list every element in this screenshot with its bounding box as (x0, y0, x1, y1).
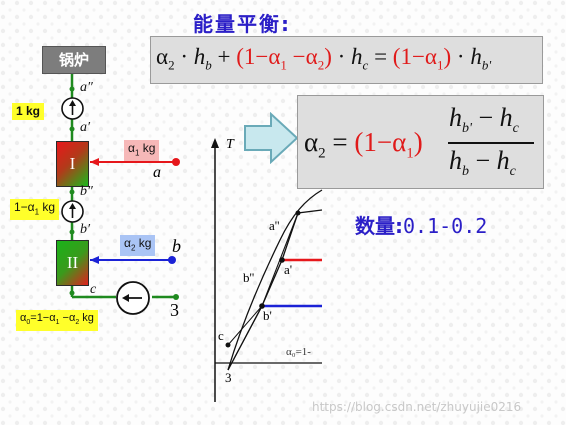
flow-alpha0-tag: α0=1−α1 −α2 kg (16, 310, 98, 332)
flow-1-alpha1-tag: 1−α1 kg (10, 199, 60, 221)
ts-point-3: 3 (225, 370, 232, 385)
watermark: https://blog.csdn.net/zhuyujie0216 (312, 400, 522, 414)
point-b-prime: b′ (80, 222, 91, 237)
boiler-box: 锅炉 (42, 46, 106, 74)
right-arrow-icon (244, 112, 299, 164)
point-b-double-prime: b″ (80, 184, 93, 199)
pump-1-icon (61, 97, 84, 120)
condensate-pump-icon (116, 281, 150, 315)
point-a-prime: a′ (80, 120, 91, 135)
ts-point-a1: a' (284, 262, 293, 277)
quantity-line: 数量:0.1-0.2 (355, 214, 488, 238)
flow-1kg-tag: 1 kg (12, 103, 45, 120)
energy-balance-title: 能量平衡: (193, 12, 291, 36)
extraction-alpha2-tag: α2 kg (120, 235, 156, 257)
ts-point-a2: a'' (269, 218, 280, 233)
pump-inlet-3: 3 (170, 300, 179, 320)
fraction-bar (448, 142, 534, 144)
heater-2: II (56, 240, 89, 286)
ts-point-c: c (218, 328, 224, 343)
energy-balance-equation: α2 · hb + (1−α1 −α2) · hc = (1−α1) · hb' (156, 44, 492, 73)
point-a-double-prime: a″ (80, 80, 93, 95)
source-b: b (172, 236, 181, 256)
source-a: a (153, 164, 161, 181)
point-c: c (90, 282, 97, 297)
energy-balance-equation-box (150, 36, 543, 84)
ts-axis-t-label: T (226, 137, 234, 152)
pump-2-icon (61, 200, 84, 223)
ts-point-b1: b' (263, 308, 272, 323)
extraction-alpha1-tag: α1 kg (124, 140, 160, 162)
heater-1: I (56, 141, 89, 187)
ts-alpha0-label: α₀=1- (286, 346, 311, 358)
ts-point-b2: b'' (243, 270, 255, 285)
alpha2-equation: α2 = (1−α1) hb' − hc hb − hc (304, 101, 540, 185)
